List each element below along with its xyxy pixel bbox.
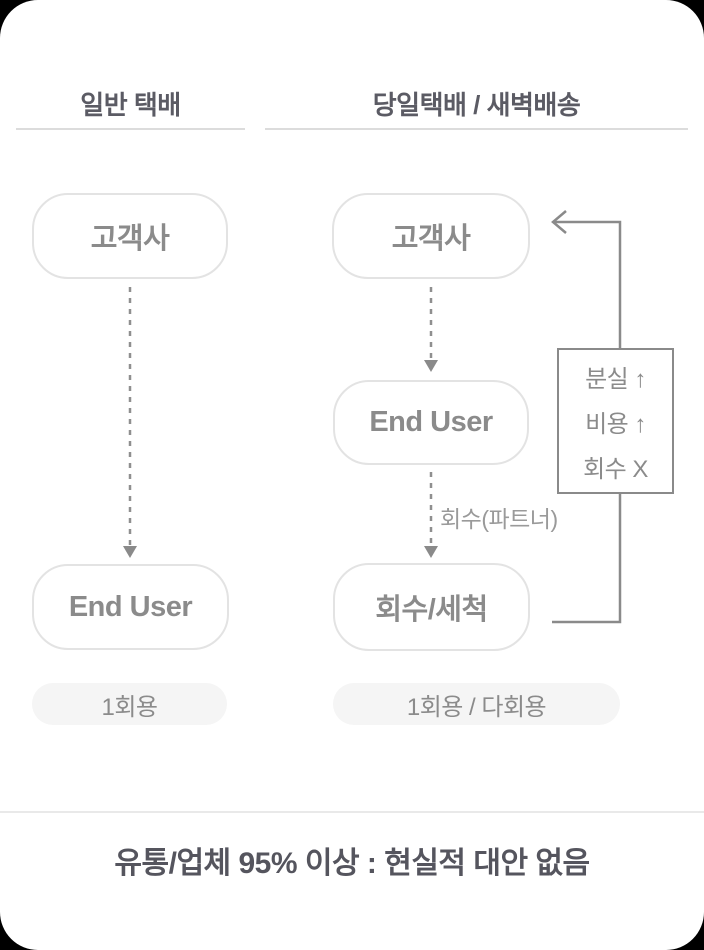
footer-caption: 유통/업체 95% 이상 : 현실적 대안 없음 <box>114 847 590 880</box>
loop-issue-cost: 비용 ↑ <box>585 410 646 438</box>
right-dashed-arrow-top <box>424 287 438 372</box>
loop-issue-no-recovery: 회수 X <box>583 455 648 483</box>
loop-arrowhead-icon <box>551 210 567 234</box>
footer-divider <box>0 811 704 813</box>
right-usage-pill: 1회용 / 다회용 <box>333 683 620 725</box>
left-column-underline <box>16 128 245 130</box>
loop-issues-box: 분실 ↑ 비용 ↑ 회수 X <box>557 348 674 494</box>
right-dashed-arrow-bottom <box>424 472 438 558</box>
left-node-customer: 고객사 <box>32 193 228 279</box>
right-node-end-user: End User <box>333 380 529 465</box>
edge-label-collection-partner: 회수(파트너) <box>440 506 558 532</box>
left-node-end-user: End User <box>32 564 229 650</box>
left-dashed-arrow <box>123 287 137 558</box>
right-node-collect-wash: 회수/세척 <box>333 563 530 651</box>
loop-issue-loss: 분실 ↑ <box>585 365 646 393</box>
left-column-header: 일반 택배 <box>80 90 181 120</box>
left-usage-pill: 1회용 <box>32 683 227 725</box>
right-node-customer: 고객사 <box>332 193 530 279</box>
right-column-header: 당일택배 / 새벽배송 <box>372 90 581 120</box>
right-column-underline <box>265 128 688 130</box>
